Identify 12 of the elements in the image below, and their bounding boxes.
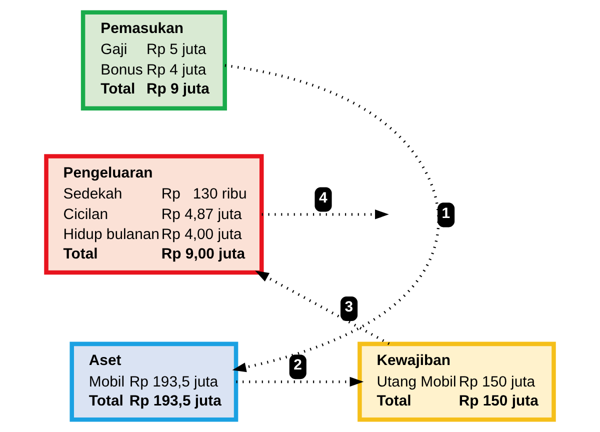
edge-label: 1 — [442, 204, 450, 222]
arrow — [262, 210, 389, 220]
node-box: Aset Mobil Rp 193,5 juta Total Rp 193,5 juta — [70, 342, 238, 422]
edge-label: 4 — [319, 189, 328, 206]
node-box: Pengeluaran Sedekah Rp 130 ribu Cicilan Rp 4,87 juta Hidup bulanan Rp 4,00 juta Total Rp 9,00 juta — [44, 154, 264, 275]
arrow — [224, 64, 440, 372]
arrow — [255, 270, 390, 345]
node-box: Kewajiban Utang Mobil Rp 150 juta Total Rp 150 juta — [358, 342, 556, 422]
edge-label: 3 — [344, 298, 354, 316]
node-box: Pemasukan Gaji Rp 5 juta Bonus Rp 4 juta Total Rp 9 juta — [80, 10, 227, 110]
edge-label: 2 — [294, 356, 302, 374]
arrow — [236, 376, 364, 387]
